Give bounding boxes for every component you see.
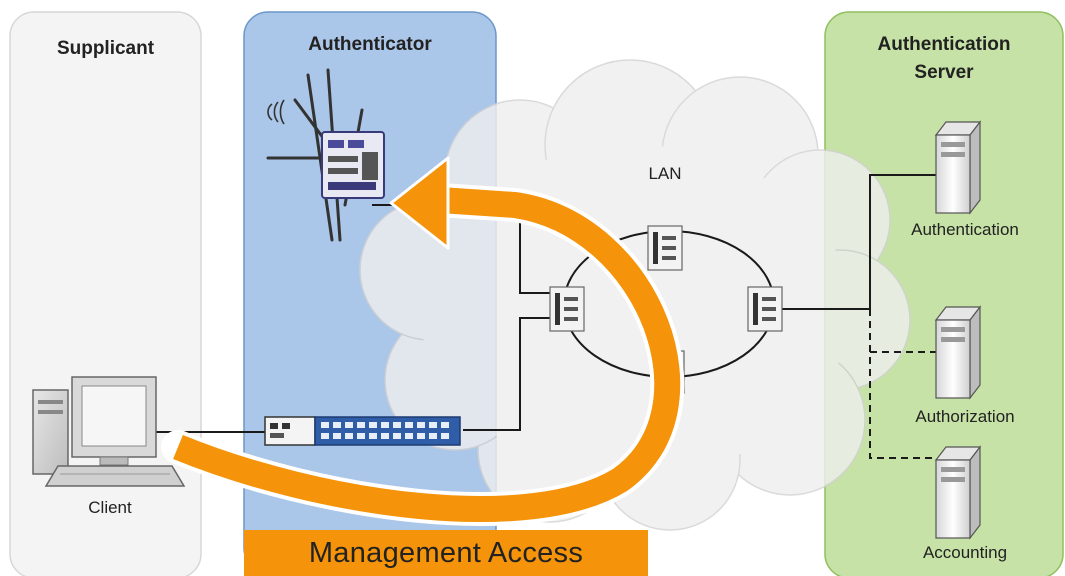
tower-server-icon xyxy=(934,305,982,400)
ring-switch-top xyxy=(647,225,683,271)
management-access-arrow xyxy=(161,156,685,527)
authentication-server-title-line2: Server xyxy=(914,62,974,83)
client-label: Client xyxy=(88,498,132,517)
ring-switch-right xyxy=(747,286,783,332)
supplicant-panel xyxy=(9,11,202,576)
link-authorization xyxy=(869,309,936,459)
authenticator-title: Authenticator xyxy=(308,34,432,55)
accounting-server-label: Accounting xyxy=(922,543,1008,562)
link-ring-to-servers xyxy=(782,174,936,310)
authorization-server-label: Authorization xyxy=(915,407,1015,426)
tower-server-icon xyxy=(934,445,982,540)
desktop-computer-icon xyxy=(32,376,186,487)
supplicant-title: Supplicant xyxy=(56,38,155,59)
lan-cloud xyxy=(359,59,911,531)
lan-label: LAN xyxy=(648,164,682,183)
link-switch-bottom xyxy=(463,317,551,431)
tower-server-icon xyxy=(934,120,982,215)
ring-switch-left xyxy=(549,286,585,332)
wifi-device-icon xyxy=(266,68,385,242)
rack-switch-icon xyxy=(264,416,461,446)
management-access-banner: Management Access xyxy=(244,530,648,576)
authentication-server-label: Authentication xyxy=(911,220,1019,239)
authentication-server-title-line1: Authentication xyxy=(877,34,1011,55)
